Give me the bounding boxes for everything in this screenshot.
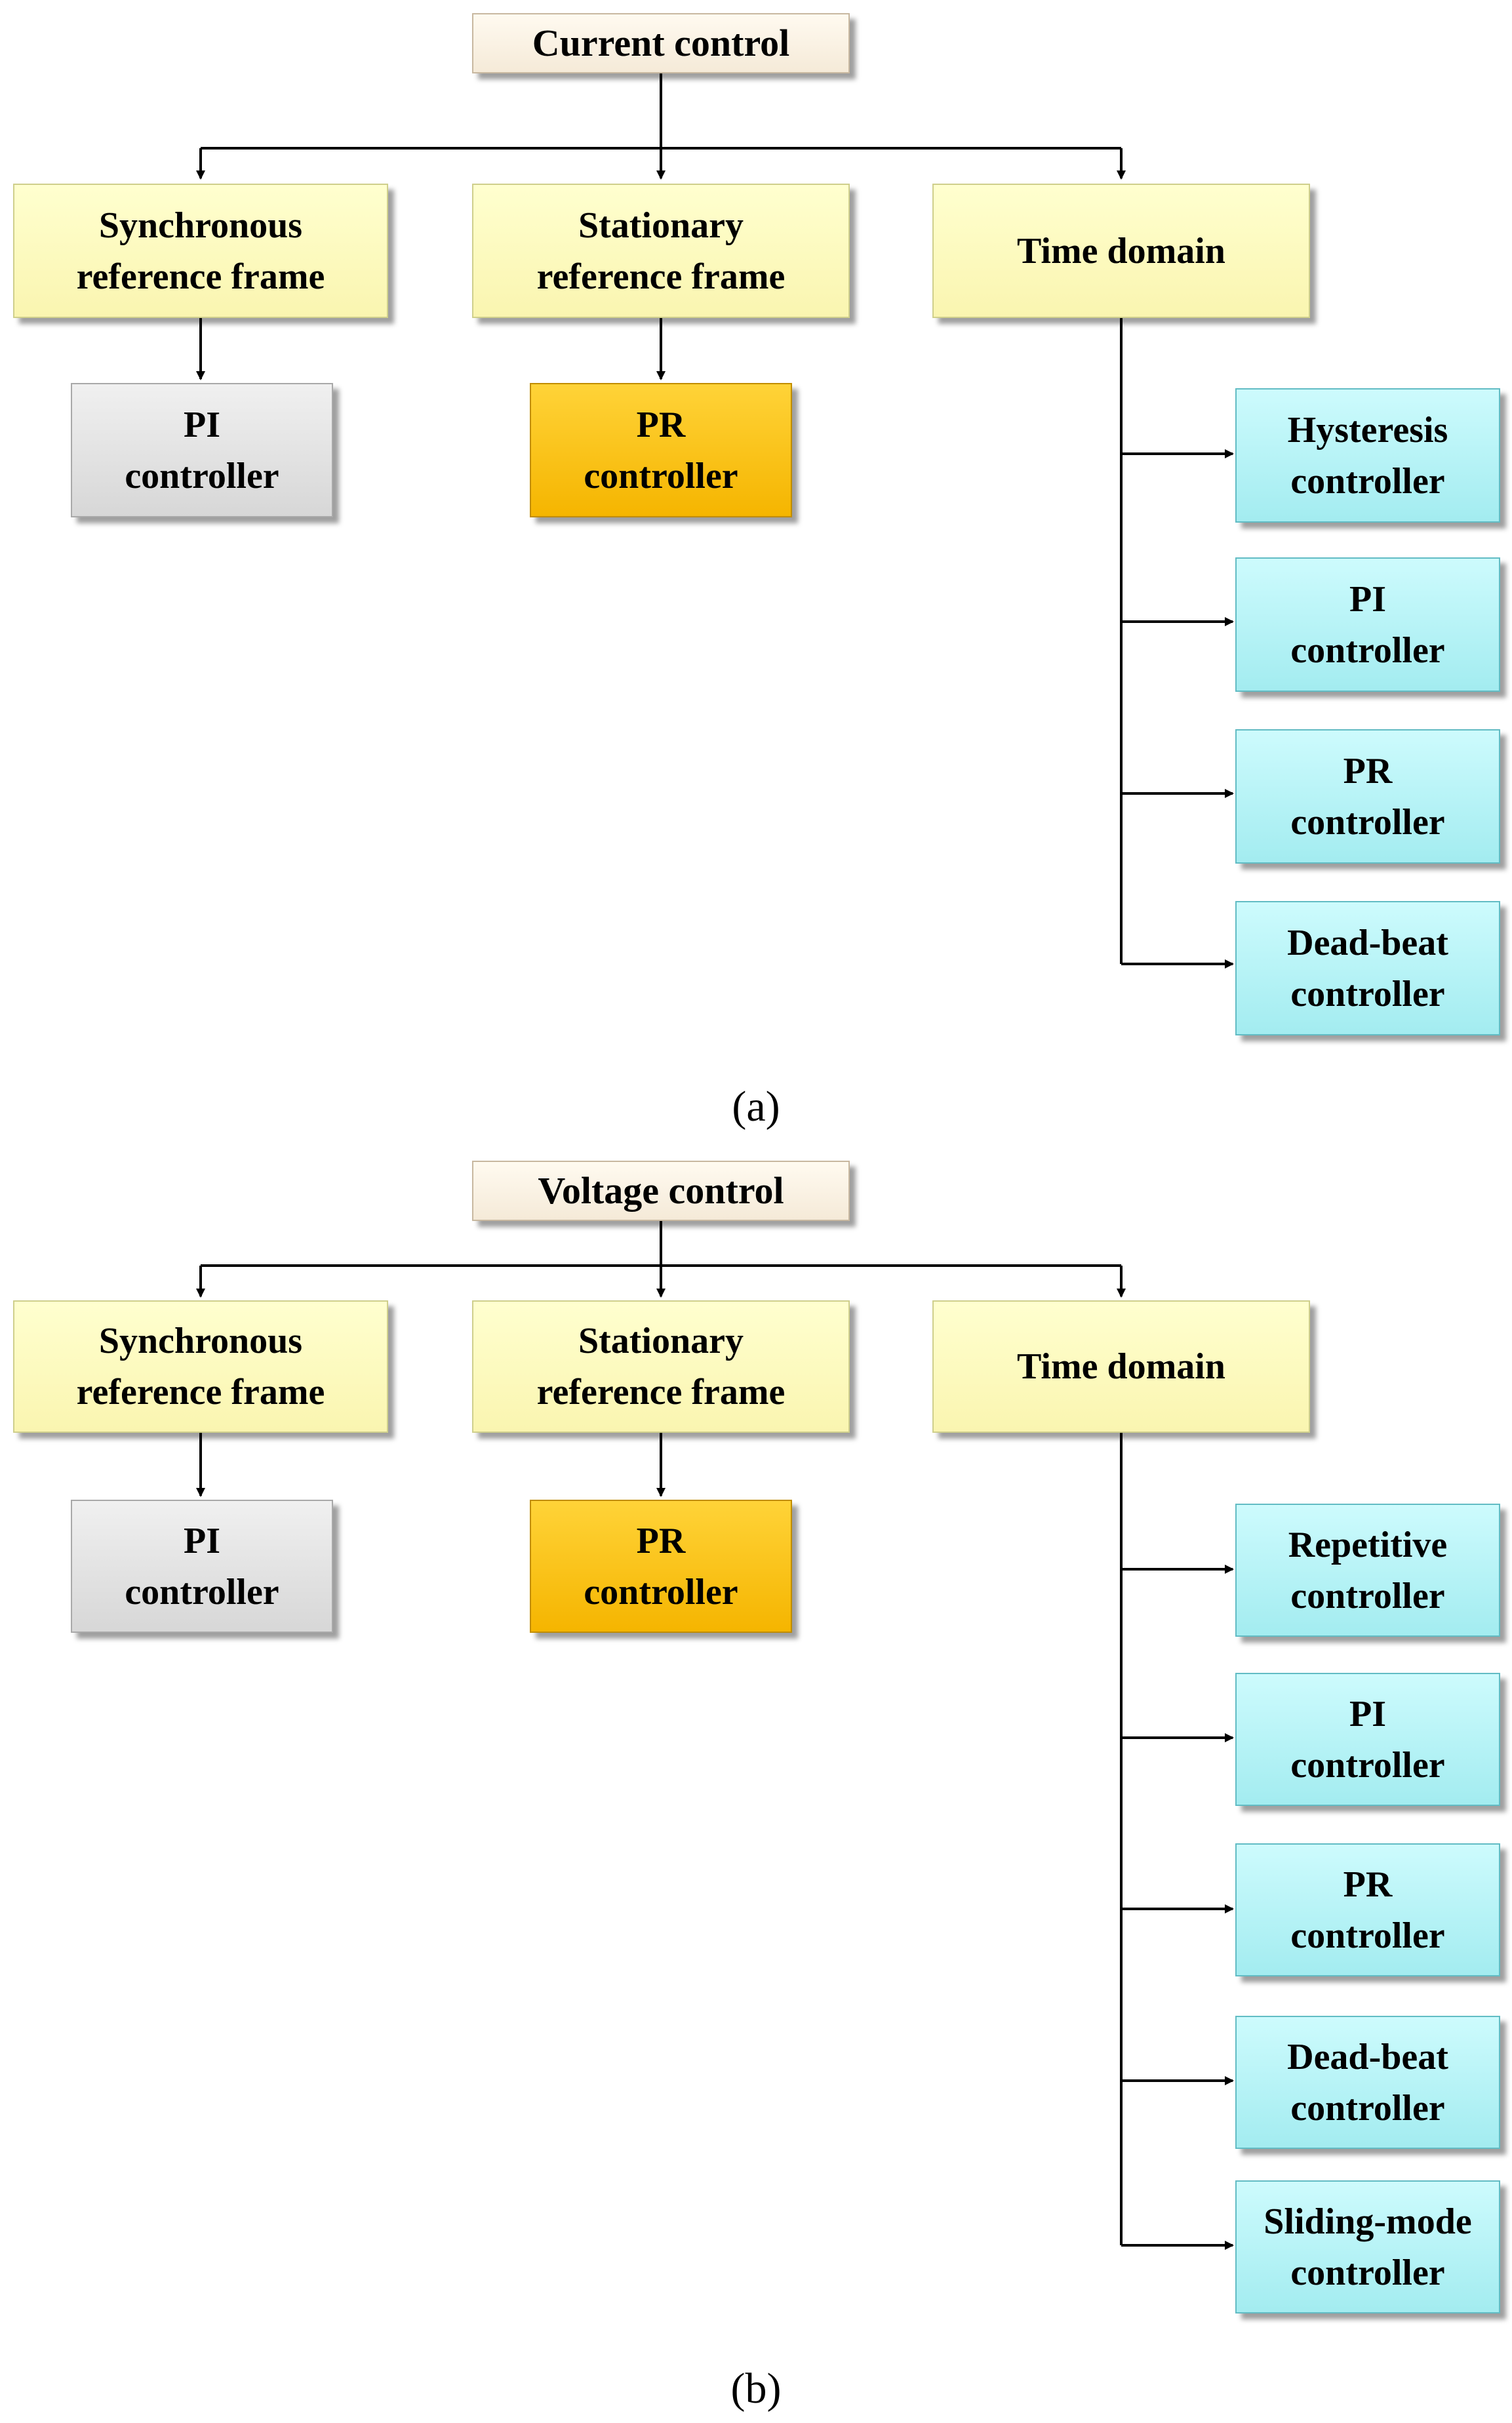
diagram-panel-b: Voltage control Synchronous reference fr… (0, 1144, 1512, 2423)
category-synchronous-reference-frame: Synchronous reference frame (13, 1300, 388, 1433)
time-pr-controller: PR controller (1235, 1843, 1500, 1976)
time-dead-beat-controller: Dead-beat controller (1235, 901, 1500, 1035)
category-synchronous-reference-frame: Synchronous reference frame (13, 184, 388, 318)
time-hysteresis-controller: Hysteresis controller (1235, 388, 1500, 523)
category-stationary-reference-frame: Stationary reference frame (472, 184, 850, 318)
sync-pi-controller: PI controller (71, 383, 333, 517)
time-sliding-mode-controller: Sliding-mode controller (1235, 2180, 1500, 2313)
category-stationary-reference-frame: Stationary reference frame (472, 1300, 850, 1433)
sync-pi-controller: PI controller (71, 1500, 333, 1633)
connector-lines (196, 72, 1234, 969)
time-pi-controller: PI controller (1235, 1673, 1500, 1806)
time-pi-controller: PI controller (1235, 557, 1500, 692)
stat-pr-controller: PR controller (530, 1500, 792, 1633)
connector-lines (196, 1220, 1234, 2250)
root-node: Current control (472, 13, 850, 73)
time-repetitive-controller: Repetitive controller (1235, 1504, 1500, 1637)
root-node: Voltage control (472, 1161, 850, 1221)
time-pr-controller: PR controller (1235, 729, 1500, 864)
panel-caption-a: (a) (732, 1083, 780, 1131)
stat-pr-controller: PR controller (530, 383, 792, 517)
panel-caption-b: (b) (730, 2365, 782, 2413)
time-dead-beat-controller: Dead-beat controller (1235, 2016, 1500, 2149)
diagram-panel-a: Current control Synchronous reference fr… (0, 0, 1512, 1144)
category-time-domain: Time domain (932, 1300, 1310, 1433)
category-time-domain: Time domain (932, 184, 1310, 318)
